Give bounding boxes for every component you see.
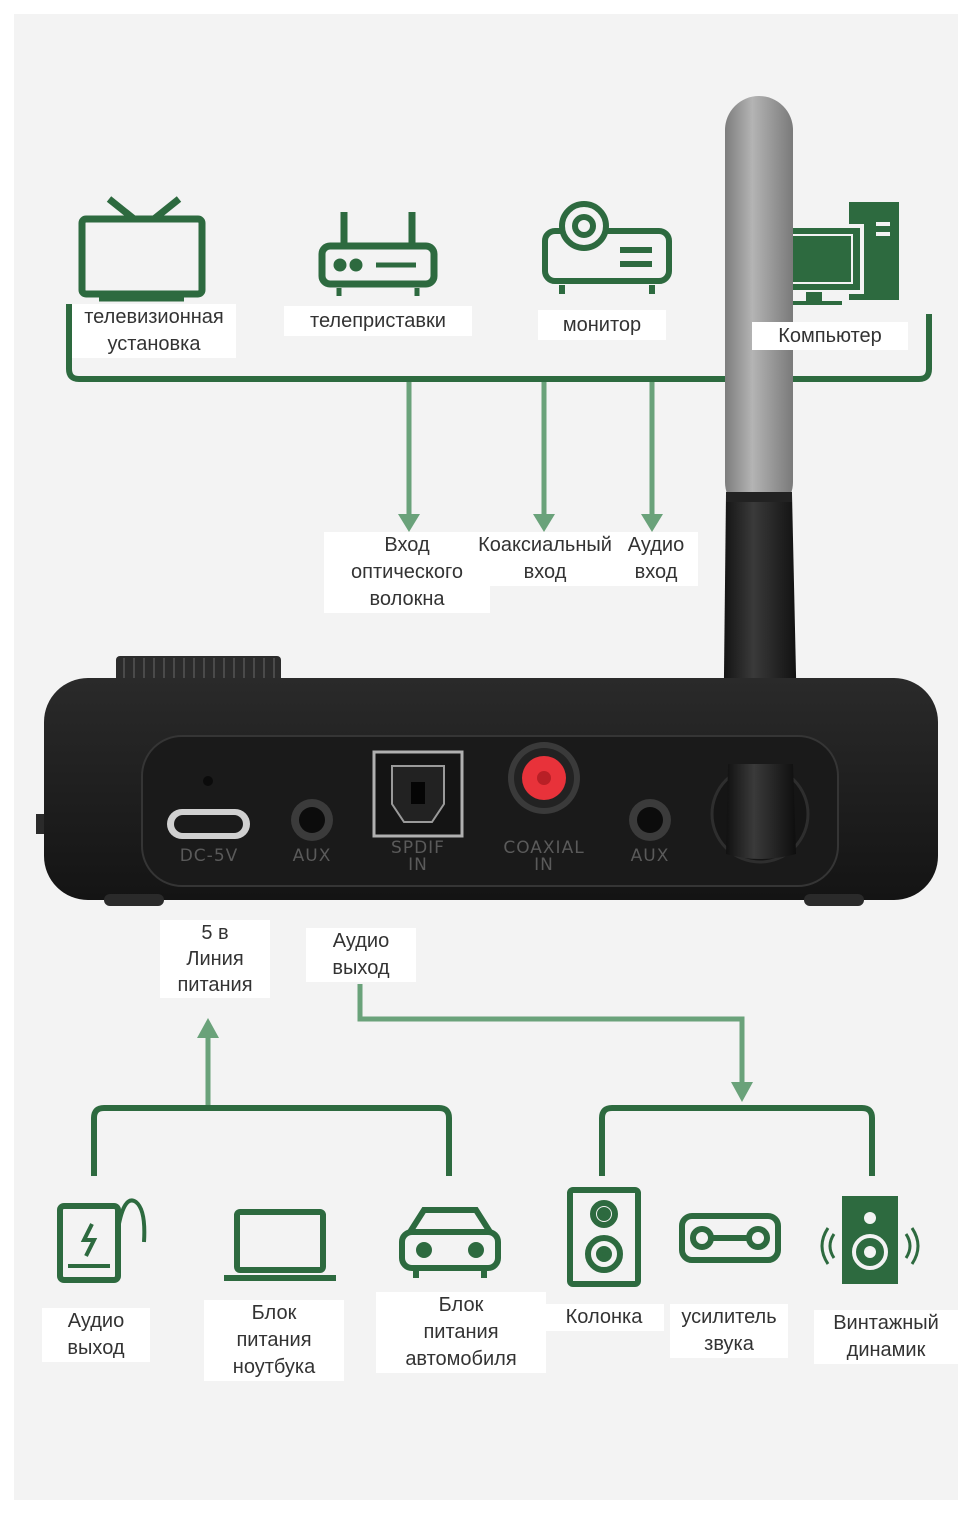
audio-bracket bbox=[599, 1105, 875, 1176]
input-label-coaxial: Коаксиальный вход bbox=[466, 532, 624, 586]
power-source-label-laptop: Блок питания ноутбука bbox=[204, 1300, 344, 1381]
set-top-box-icon bbox=[318, 212, 438, 296]
power-source-label-car: Блок питания автомобиля bbox=[376, 1292, 546, 1373]
sink-label-speaker: Колонка bbox=[544, 1304, 664, 1331]
connection-diagram bbox=[36, 96, 938, 1287]
amplifier-icon bbox=[679, 1213, 781, 1263]
port-label-dc5v: DC-5V bbox=[179, 846, 239, 866]
coaxial-port-icon bbox=[508, 742, 580, 814]
power-source-label-power-bank: Аудио выход bbox=[42, 1308, 150, 1362]
port-label-coaxial: COAXIAL IN bbox=[503, 838, 585, 875]
aux-jack-icon bbox=[291, 799, 333, 841]
optical-port-icon bbox=[372, 750, 464, 838]
device-body bbox=[36, 656, 938, 906]
audio-out-arrow bbox=[357, 984, 753, 1102]
car-icon bbox=[399, 1207, 501, 1278]
speaker-icon bbox=[567, 1187, 641, 1287]
sources-bracket bbox=[66, 304, 932, 382]
input-arrows bbox=[398, 382, 663, 532]
power-arrow bbox=[197, 1018, 219, 1109]
projector-icon bbox=[542, 201, 672, 294]
source-label-tv: телевизионная установка bbox=[72, 304, 236, 358]
source-label-computer: Компьютер bbox=[752, 322, 908, 350]
input-label-optical: Вход оптического волокна bbox=[324, 532, 490, 613]
power-line-label: 5 в Линия питания bbox=[160, 920, 270, 998]
port-label-spdif: SPDIF IN bbox=[391, 838, 445, 875]
usb-c-port-icon bbox=[167, 809, 250, 839]
source-label-set-top-box: телеприставки bbox=[284, 306, 472, 336]
audio-out-label: Аудио выход bbox=[306, 928, 416, 982]
power-bracket bbox=[91, 1105, 452, 1176]
sink-label-amplifier: усилитель звука bbox=[670, 1304, 788, 1358]
port-label-aux-1: AUX bbox=[292, 846, 332, 866]
tv-icon bbox=[78, 196, 206, 302]
power-bank-icon bbox=[57, 1198, 147, 1283]
sink-label-vintage-speaker: Винтажный динамик bbox=[814, 1310, 958, 1364]
input-label-audio-in: Аудио вход bbox=[614, 532, 698, 586]
vintage-speaker-icon bbox=[820, 1196, 920, 1284]
diagram-canvas: телевизионная установка телеприставки мо… bbox=[14, 14, 958, 1500]
aux-jack-icon bbox=[629, 799, 671, 841]
laptop-icon bbox=[224, 1209, 336, 1281]
port-label-aux-2: AUX bbox=[630, 846, 670, 866]
source-label-monitor: монитор bbox=[538, 310, 666, 340]
